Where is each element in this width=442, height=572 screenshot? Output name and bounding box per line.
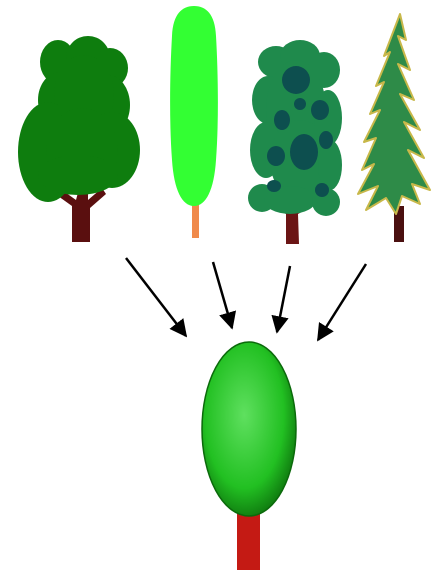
tree-crown <box>170 6 218 206</box>
round-deciduous-tree <box>18 36 140 242</box>
arrow <box>126 258 186 336</box>
tree-crown <box>358 14 430 214</box>
arrows <box>126 258 366 340</box>
conifer-pine-tree <box>358 14 430 242</box>
tree-trunk <box>237 510 260 570</box>
tree-crown <box>18 36 140 202</box>
spotted-camouflage-tree <box>248 40 342 244</box>
columnar-poplar-tree <box>170 6 218 238</box>
arrow <box>318 264 366 340</box>
arrow <box>213 262 232 328</box>
generic-oval-tree <box>202 342 296 570</box>
tree-crown <box>202 342 296 516</box>
arrow <box>277 266 290 332</box>
